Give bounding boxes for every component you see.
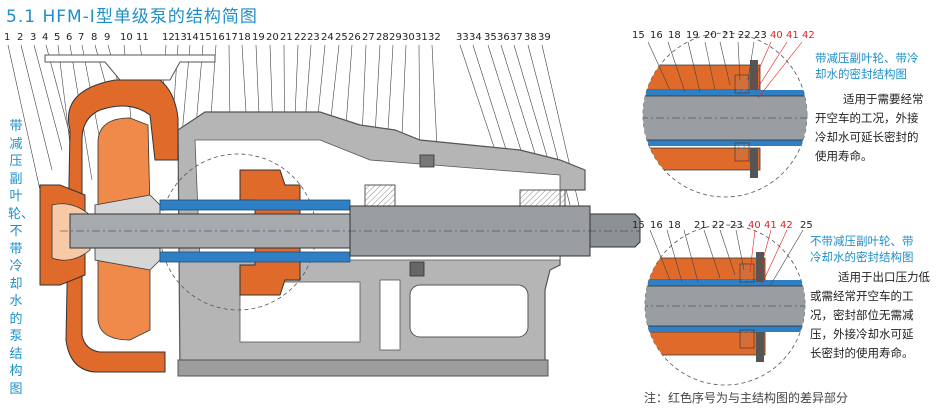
detail-part-number-label: 21 [722, 30, 735, 41]
part-number-label: 13 [174, 32, 187, 43]
detail-part-number-label: 23 [730, 220, 743, 231]
part-number-label: 30 [402, 32, 415, 43]
part-number-label: 18 [238, 32, 251, 43]
part-number-label: 26 [348, 32, 361, 43]
detail-part-number-label: 40 [770, 30, 783, 41]
part-number-label: 3 [30, 32, 37, 43]
seal-detail-bottom-description: 适用于出口压力低 或需经常开空车的工 况，密封部位无需减 压，外接冷却水可延 长… [810, 268, 940, 363]
detail-part-number-label: 41 [786, 30, 799, 41]
desc-line: 或需经常开空车的工 [810, 289, 914, 303]
part-number-label: 32 [428, 32, 441, 43]
caption-line: 带减压副叶轮、带冷 [815, 51, 919, 65]
detail-part-number-label: 20 [704, 30, 717, 41]
detail-part-number-label: 42 [780, 220, 793, 231]
caption-line: 冷却水的密封结构图 [810, 250, 914, 264]
desc-line: 适用于需要经常 [843, 92, 924, 106]
seal-detail-bottom-caption: 不带减压副叶轮、带 冷却水的密封结构图 [810, 233, 940, 265]
page-title: 5.1 HFM-Ⅰ型单级泵的结构简图 [6, 7, 258, 27]
detail-part-number-label: 15 [632, 30, 645, 41]
part-number-label: 19 [252, 32, 265, 43]
desc-line: 冷却水可延长密封的 [815, 130, 919, 144]
desc-line: 长密封的使用寿命。 [810, 346, 914, 360]
caption-line: 不带减压副叶轮、带 [810, 234, 914, 248]
detail-part-number-label: 18 [668, 220, 681, 231]
part-number-label: 9 [104, 32, 111, 43]
part-number-label: 22 [294, 32, 307, 43]
part-number-label: 6 [66, 32, 73, 43]
part-number-label: 33 [456, 32, 469, 43]
detail-part-number-label: 40 [748, 220, 761, 231]
desc-line: 使用寿命。 [815, 149, 873, 163]
seal-detail-top-description: 适用于需要经常 开空车的工况，外接 冷却水可延长密封的 使用寿命。 [815, 90, 940, 166]
part-number-label: 2 [17, 32, 24, 43]
detail-part-number-label: 25 [800, 220, 813, 231]
part-number-label: 34 [469, 32, 482, 43]
part-number-label: 31 [415, 32, 428, 43]
part-number-label: 1 [4, 32, 11, 43]
seal-detail-bottom-diagram [644, 224, 806, 386]
part-number-label: 28 [376, 32, 389, 43]
part-number-label: 11 [136, 32, 149, 43]
part-number-label: 20 [266, 32, 279, 43]
part-number-label: 4 [42, 32, 49, 43]
part-number-label: 39 [538, 32, 551, 43]
detail-part-number-label: 16 [650, 220, 663, 231]
desc-line: 压，外接冷却水可延 [810, 327, 914, 341]
part-number-label: 38 [524, 32, 537, 43]
desc-line: 况，密封部位无需减 [810, 308, 914, 322]
detail-part-number-label: 21 [694, 220, 707, 231]
footnote: 注：红色序号为与主结构图的差异部分 [644, 391, 849, 405]
part-number-label: 14 [186, 32, 199, 43]
part-number-label: 15 [199, 32, 212, 43]
seal-detail-top-caption: 带减压副叶轮、带冷 却水的密封结构图 [815, 50, 940, 82]
part-number-label: 12 [162, 32, 175, 43]
part-number-label: 8 [91, 32, 98, 43]
detail-part-number-label: 22 [738, 30, 751, 41]
part-number-label: 29 [389, 32, 402, 43]
part-number-label: 7 [78, 32, 85, 43]
part-number-label: 36 [497, 32, 510, 43]
part-number-label: 37 [510, 32, 523, 43]
detail-part-number-label: 18 [668, 30, 681, 41]
part-number-label: 21 [280, 32, 293, 43]
detail-part-number-label: 19 [686, 30, 699, 41]
seal-detail-top-diagram [642, 32, 808, 198]
detail-part-number-label: 42 [802, 30, 815, 41]
part-number-label: 5 [54, 32, 61, 43]
part-number-label: 35 [484, 32, 497, 43]
part-number-label: 25 [335, 32, 348, 43]
part-number-label: 17 [225, 32, 238, 43]
main-shaft [60, 199, 641, 263]
part-number-label: 23 [307, 32, 320, 43]
part-number-label: 27 [362, 32, 375, 43]
detail-part-number-label: 22 [712, 220, 725, 231]
detail-part-number-label: 41 [764, 220, 777, 231]
desc-line: 开空车的工况，外接 [815, 111, 919, 125]
caption-line: 却水的密封结构图 [815, 67, 907, 81]
detail-part-number-label: 15 [632, 220, 645, 231]
part-number-label: 10 [120, 32, 133, 43]
part-number-label: 16 [212, 32, 225, 43]
detail-part-number-label: 23 [754, 30, 767, 41]
desc-line: 适用于出口压力低 [838, 270, 930, 284]
detail-part-number-label: 16 [650, 30, 663, 41]
part-number-label: 24 [321, 32, 334, 43]
